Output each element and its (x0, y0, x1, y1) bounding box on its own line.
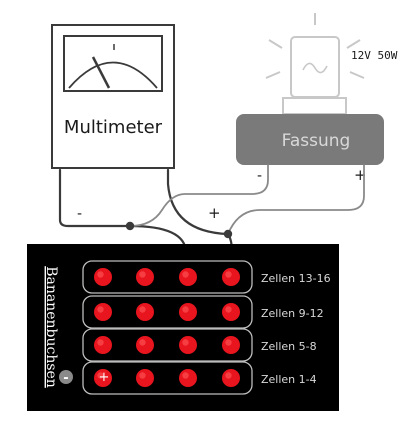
banana-jack-highlight (139, 372, 146, 379)
lamp-rating: 12V 50W (351, 49, 398, 62)
multimeter-plus-label: + (208, 204, 221, 222)
banana-panel: Bananenbuchsen Zellen 13-16 Zellen 9-12 … (27, 244, 339, 411)
banana-jack-highlight (97, 372, 104, 379)
banana-jack-r1-c3 (179, 268, 197, 286)
banana-jack-r3-c1 (94, 336, 112, 354)
wire-junction-plus (223, 229, 233, 239)
banana-jacks (94, 268, 240, 387)
banana-jack-r1-c1 (94, 268, 112, 286)
multimeter-display (63, 35, 163, 92)
lamp-filament (302, 62, 328, 74)
banana-jack-highlight (182, 306, 189, 313)
lamp-base (282, 97, 347, 115)
multimeter-scale-arc (68, 61, 158, 89)
row-frame-5-8 (82, 328, 253, 362)
banana-jack-r4-c4 (222, 369, 240, 387)
banana-jack-highlight (225, 306, 232, 313)
banana-jack-highlight (139, 271, 146, 278)
banana-jack-r1-c4 (222, 268, 240, 286)
banana-jack-highlight (225, 372, 232, 379)
banana-jack-r2-c3 (179, 303, 197, 321)
banana-jack-highlight (139, 339, 146, 346)
row-label-9-12: Zellen 9-12 (261, 307, 324, 320)
multimeter-minus-label: - (77, 206, 82, 222)
banana-jack-r3-c3 (179, 336, 197, 354)
socket: Fassung - + (236, 114, 384, 184)
row-frame-9-12 (82, 295, 253, 329)
banana-jack-highlight (97, 306, 104, 313)
banana-jack-highlight (97, 339, 104, 346)
banana-jack-r4-c2 (136, 369, 154, 387)
wire-socket-plus (227, 164, 365, 235)
wire-junction-minus (125, 221, 135, 231)
wire-socket-minus (129, 164, 269, 227)
banana-jack-r3-c2 (136, 336, 154, 354)
banana-jack-highlight (182, 339, 189, 346)
banana-jack-highlight (225, 339, 232, 346)
row-label-13-16: Zellen 13-16 (261, 272, 331, 285)
banana-jack-r1-c2 (136, 268, 154, 286)
first-jack-plus-symbol: + (99, 370, 110, 385)
row-frame-13-16 (82, 260, 253, 294)
multimeter-needle (91, 56, 111, 89)
banana-jack-highlight (182, 372, 189, 379)
jack-row-frames (82, 260, 253, 395)
polarity-minus-badge (59, 370, 73, 384)
banana-jack-r2-c1 (94, 303, 112, 321)
multimeter-label: Multimeter (64, 117, 163, 138)
multimeter: Multimeter (51, 24, 175, 169)
banana-jack-r3-c4 (222, 336, 240, 354)
row-frame-1-4 (82, 361, 253, 395)
socket-label: Fassung (282, 131, 351, 151)
row-label-5-8: Zellen 5-8 (261, 340, 317, 353)
row-label-1-4: Zellen 1-4 (261, 373, 317, 386)
socket-body (236, 114, 384, 165)
lamp: 12V 50W (265, 13, 398, 115)
lamp-rays (265, 13, 365, 79)
banana-jack-highlight (139, 306, 146, 313)
banana-jack-highlight (225, 271, 232, 278)
banana-jack-r4-c3 (179, 369, 197, 387)
banana-jack-r2-c2 (136, 303, 154, 321)
banana-jack-highlight (97, 271, 104, 278)
panel-title: Bananenbuchsen (43, 266, 59, 388)
polarity-minus-symbol: - (63, 371, 68, 386)
banana-jack-r2-c4 (222, 303, 240, 321)
banana-jack-highlight (182, 271, 189, 278)
socket-minus-label: - (257, 168, 262, 184)
